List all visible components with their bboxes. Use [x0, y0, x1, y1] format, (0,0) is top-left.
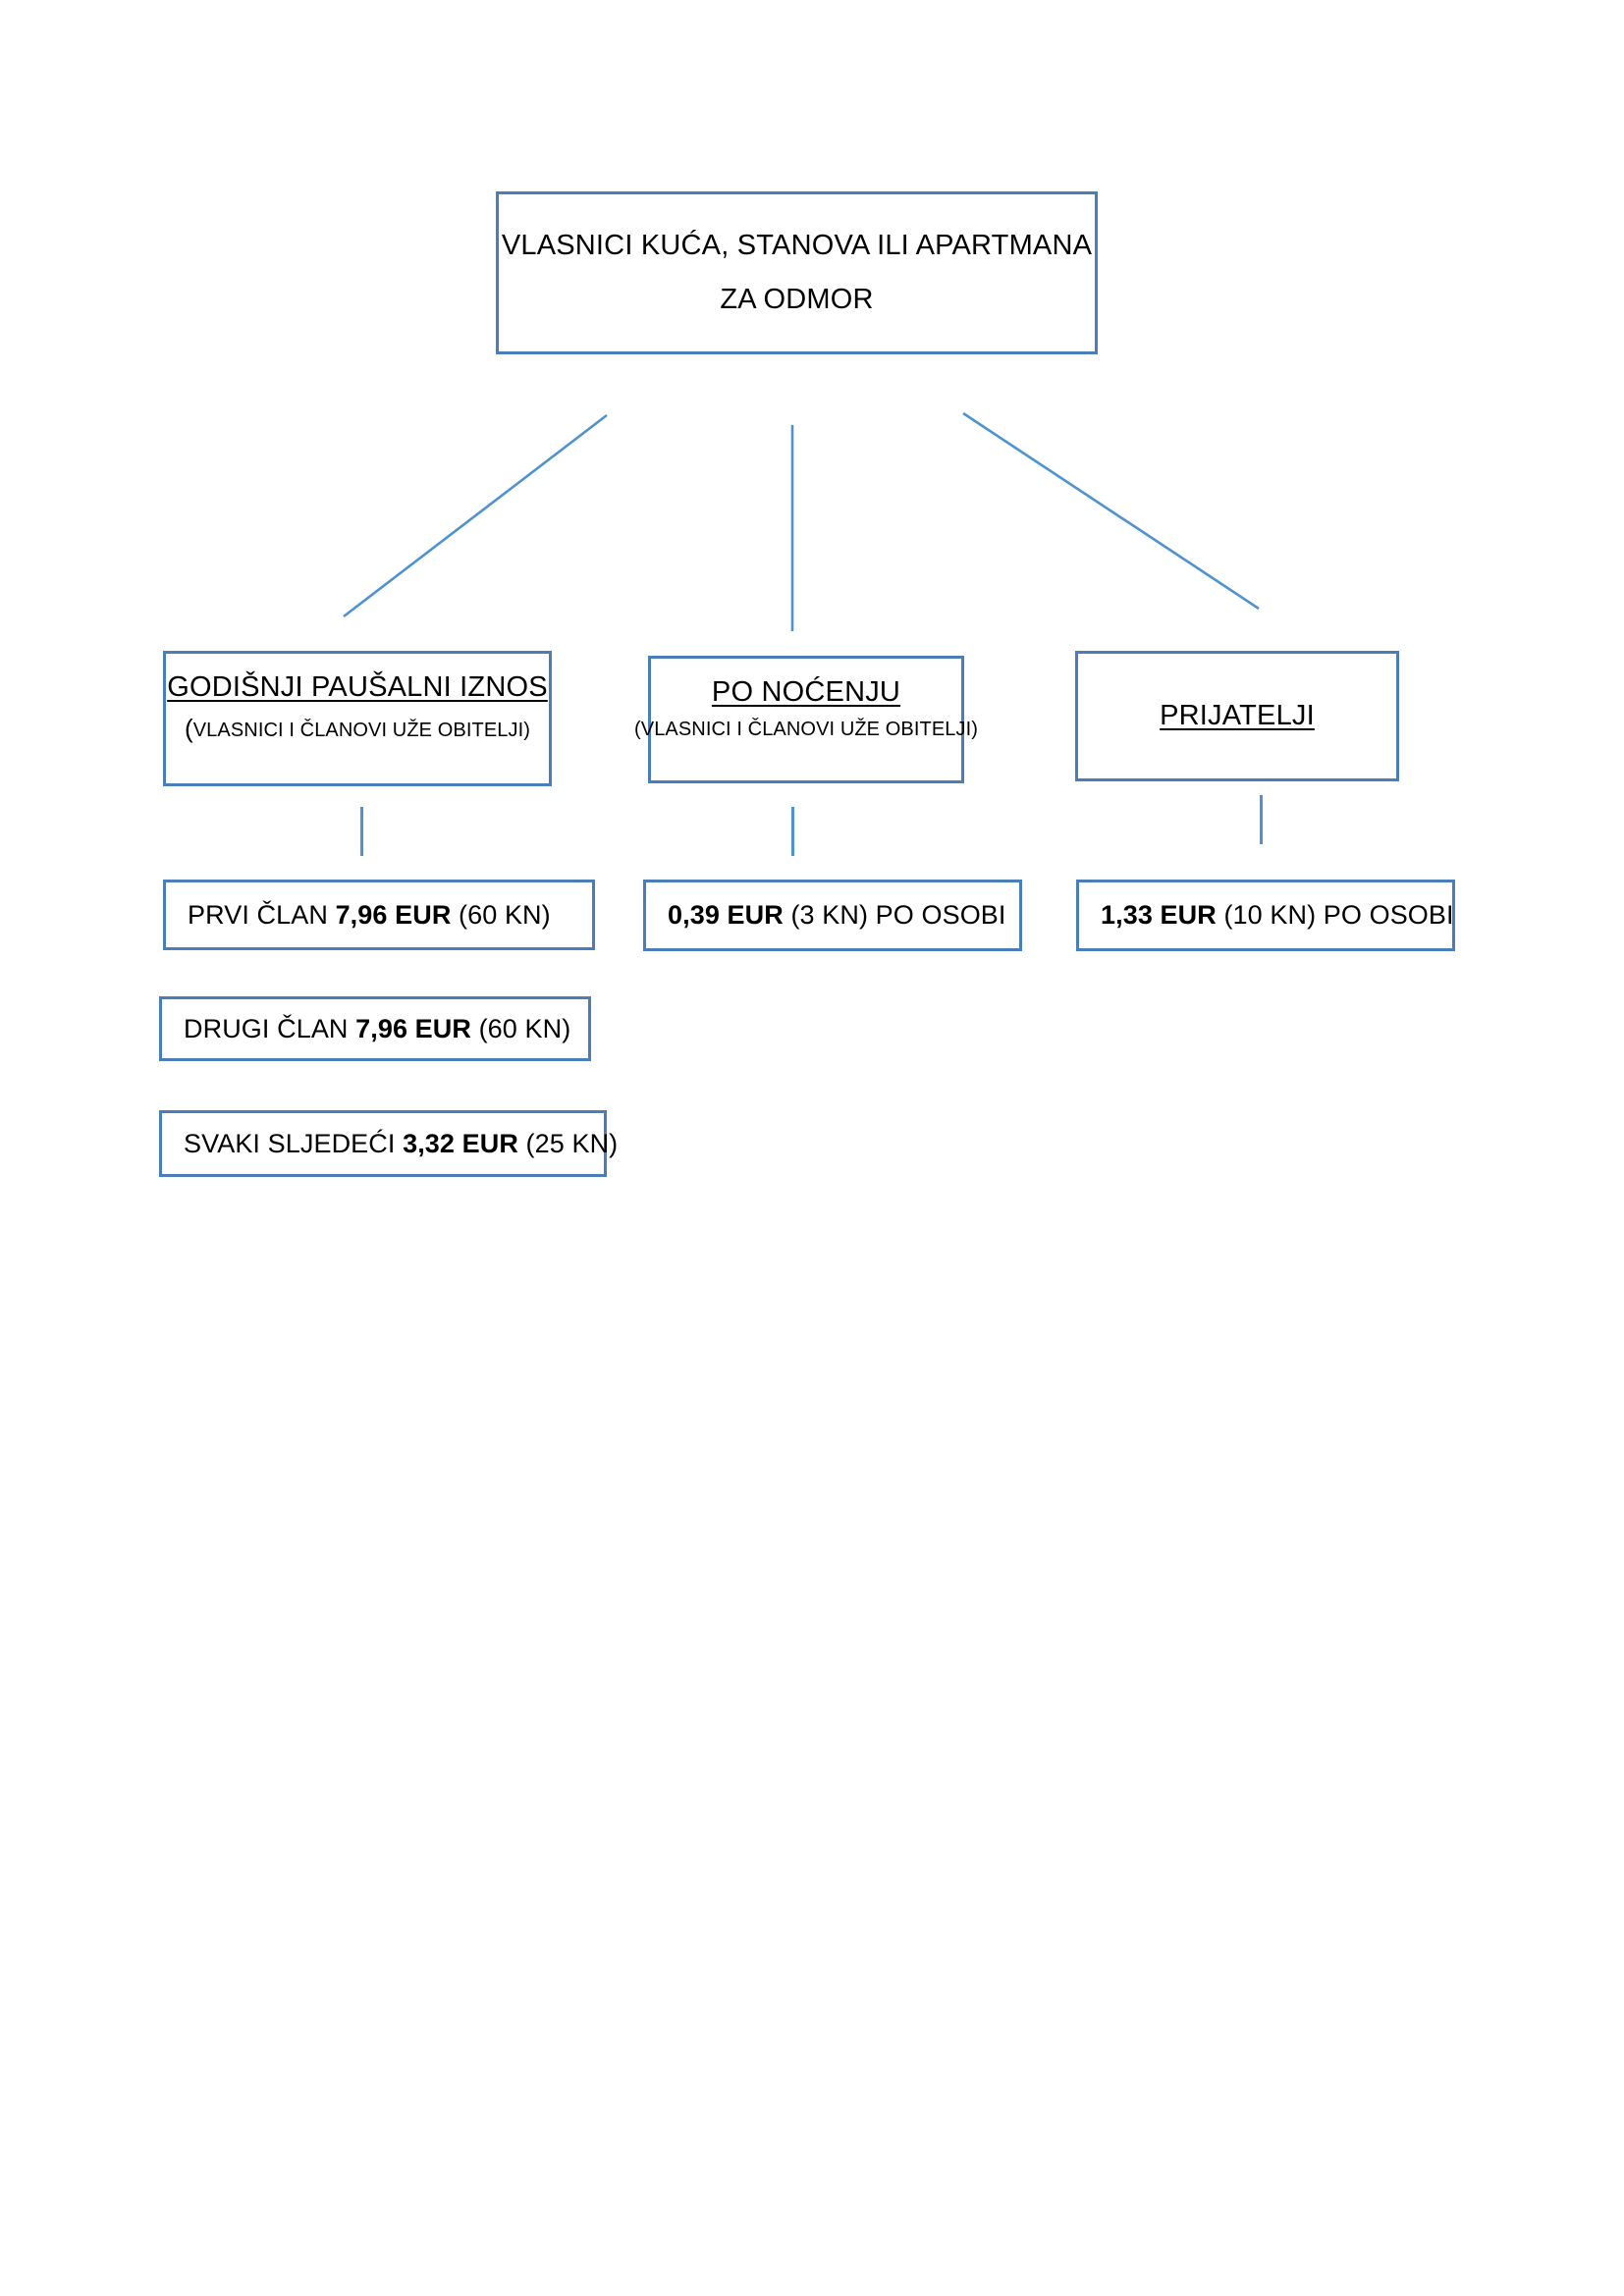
subtitle-text-po-nocenju: VLASNICI I ČLANOVI UŽE OBITELJI) [640, 719, 979, 740]
category-title-po-nocenju: PO NOĆENJU [711, 676, 901, 708]
amount-suffix-svaki-sljedeci: (25 KN) [517, 1128, 619, 1158]
node-root-owners[interactable]: VLASNICI KUĆA, STANOVA ILI APARTMANA ZA … [496, 191, 1098, 354]
amount-suffix-prijatelji: (10 KN) PO OSOBI [1216, 900, 1454, 930]
category-title-prijatelji: PRIJATELJI [1160, 700, 1315, 731]
amount-prefix-svaki-sljedeci: SVAKI SLJEDEĆI [184, 1128, 404, 1158]
node-amount-po-nocenju[interactable]: 0,39 EUR (3 KN) PO OSOBI [643, 880, 1022, 951]
node-amount-svaki-sljedeci[interactable]: SVAKI SLJEDEĆI 3,32 EUR (25 KN) [159, 1110, 618, 1177]
amount-prefix-drugi-clan: DRUGI ČLAN [184, 1013, 356, 1043]
subtitle-open-paren-po-nocenju: ( [633, 719, 641, 740]
amount-suffix-drugi-clan: (60 KN) [470, 1013, 571, 1043]
subtitle-text-godisnji: VLASNICI I ČLANOVI UŽE OBITELJI) [192, 720, 531, 741]
amount-value-drugi-clan: 7,96 EUR [355, 1013, 471, 1043]
node-category-prijatelji[interactable]: PRIJATELJI [1075, 651, 1399, 781]
amount-line-drugi-clan: DRUGI ČLAN 7,96 EUR (60 KN) [184, 1014, 570, 1044]
amount-prefix-prvi-clan: PRVI ČLAN [188, 899, 336, 930]
category-title-godisnji: GODIŠNJI PAUŠALNI IZNOS [167, 671, 548, 703]
connector-root-to-godisnji [343, 413, 608, 618]
subtitle-open-paren-godisnji: ( [184, 714, 193, 743]
amount-value-svaki-sljedeci: 3,32 EUR [403, 1128, 518, 1158]
root-line-2: ZA ODMOR [720, 284, 874, 315]
connector-root-to-prijatelji [962, 411, 1260, 611]
node-amount-prijatelji[interactable]: 1,33 EUR (10 KN) PO OSOBI [1076, 880, 1455, 951]
category-subtitle-godisnji: (VLASNICI I ČLANOVI UŽE OBITELJI) [185, 714, 530, 744]
connector-po-nocenju-to-cijena [791, 807, 794, 856]
amount-line-po-nocenju: 0,39 EUR (3 KN) PO OSOBI [668, 900, 1006, 931]
node-amount-prvi-clan[interactable]: PRVI ČLAN 7,96 EUR (60 KN) [163, 880, 595, 950]
node-category-po-nocenju[interactable]: PO NOĆENJU (VLASNICI I ČLANOVI UŽE OBITE… [634, 656, 978, 783]
amount-line-svaki-sljedeci: SVAKI SLJEDEĆI 3,32 EUR (25 KN) [184, 1129, 618, 1159]
connector-prijatelji-to-cijena [1260, 795, 1263, 844]
connector-godisnji-to-prvi-clan [360, 807, 363, 856]
amount-value-prvi-clan: 7,96 EUR [335, 899, 452, 930]
amount-line-prijatelji: 1,33 EUR (10 KN) PO OSOBI [1101, 900, 1454, 931]
amount-suffix-po-nocenju: (3 KN) PO OSOBI [783, 900, 1006, 930]
amount-value-po-nocenju: 0,39 EUR [668, 900, 784, 930]
node-category-godisnji-pausalni-iznos[interactable]: GODIŠNJI PAUŠALNI IZNOS (VLASNICI I ČLAN… [163, 651, 552, 786]
amount-value-prijatelji: 1,33 EUR [1101, 900, 1217, 930]
amount-line-prvi-clan: PRVI ČLAN 7,96 EUR (60 KN) [188, 900, 551, 931]
node-amount-drugi-clan[interactable]: DRUGI ČLAN 7,96 EUR (60 KN) [159, 996, 591, 1061]
category-subtitle-po-nocenju: (VLASNICI I ČLANOVI UŽE OBITELJI) [634, 719, 978, 741]
amount-suffix-prvi-clan: (60 KN) [451, 899, 551, 930]
root-line-1: VLASNICI KUĆA, STANOVA ILI APARTMANA [501, 230, 1093, 261]
